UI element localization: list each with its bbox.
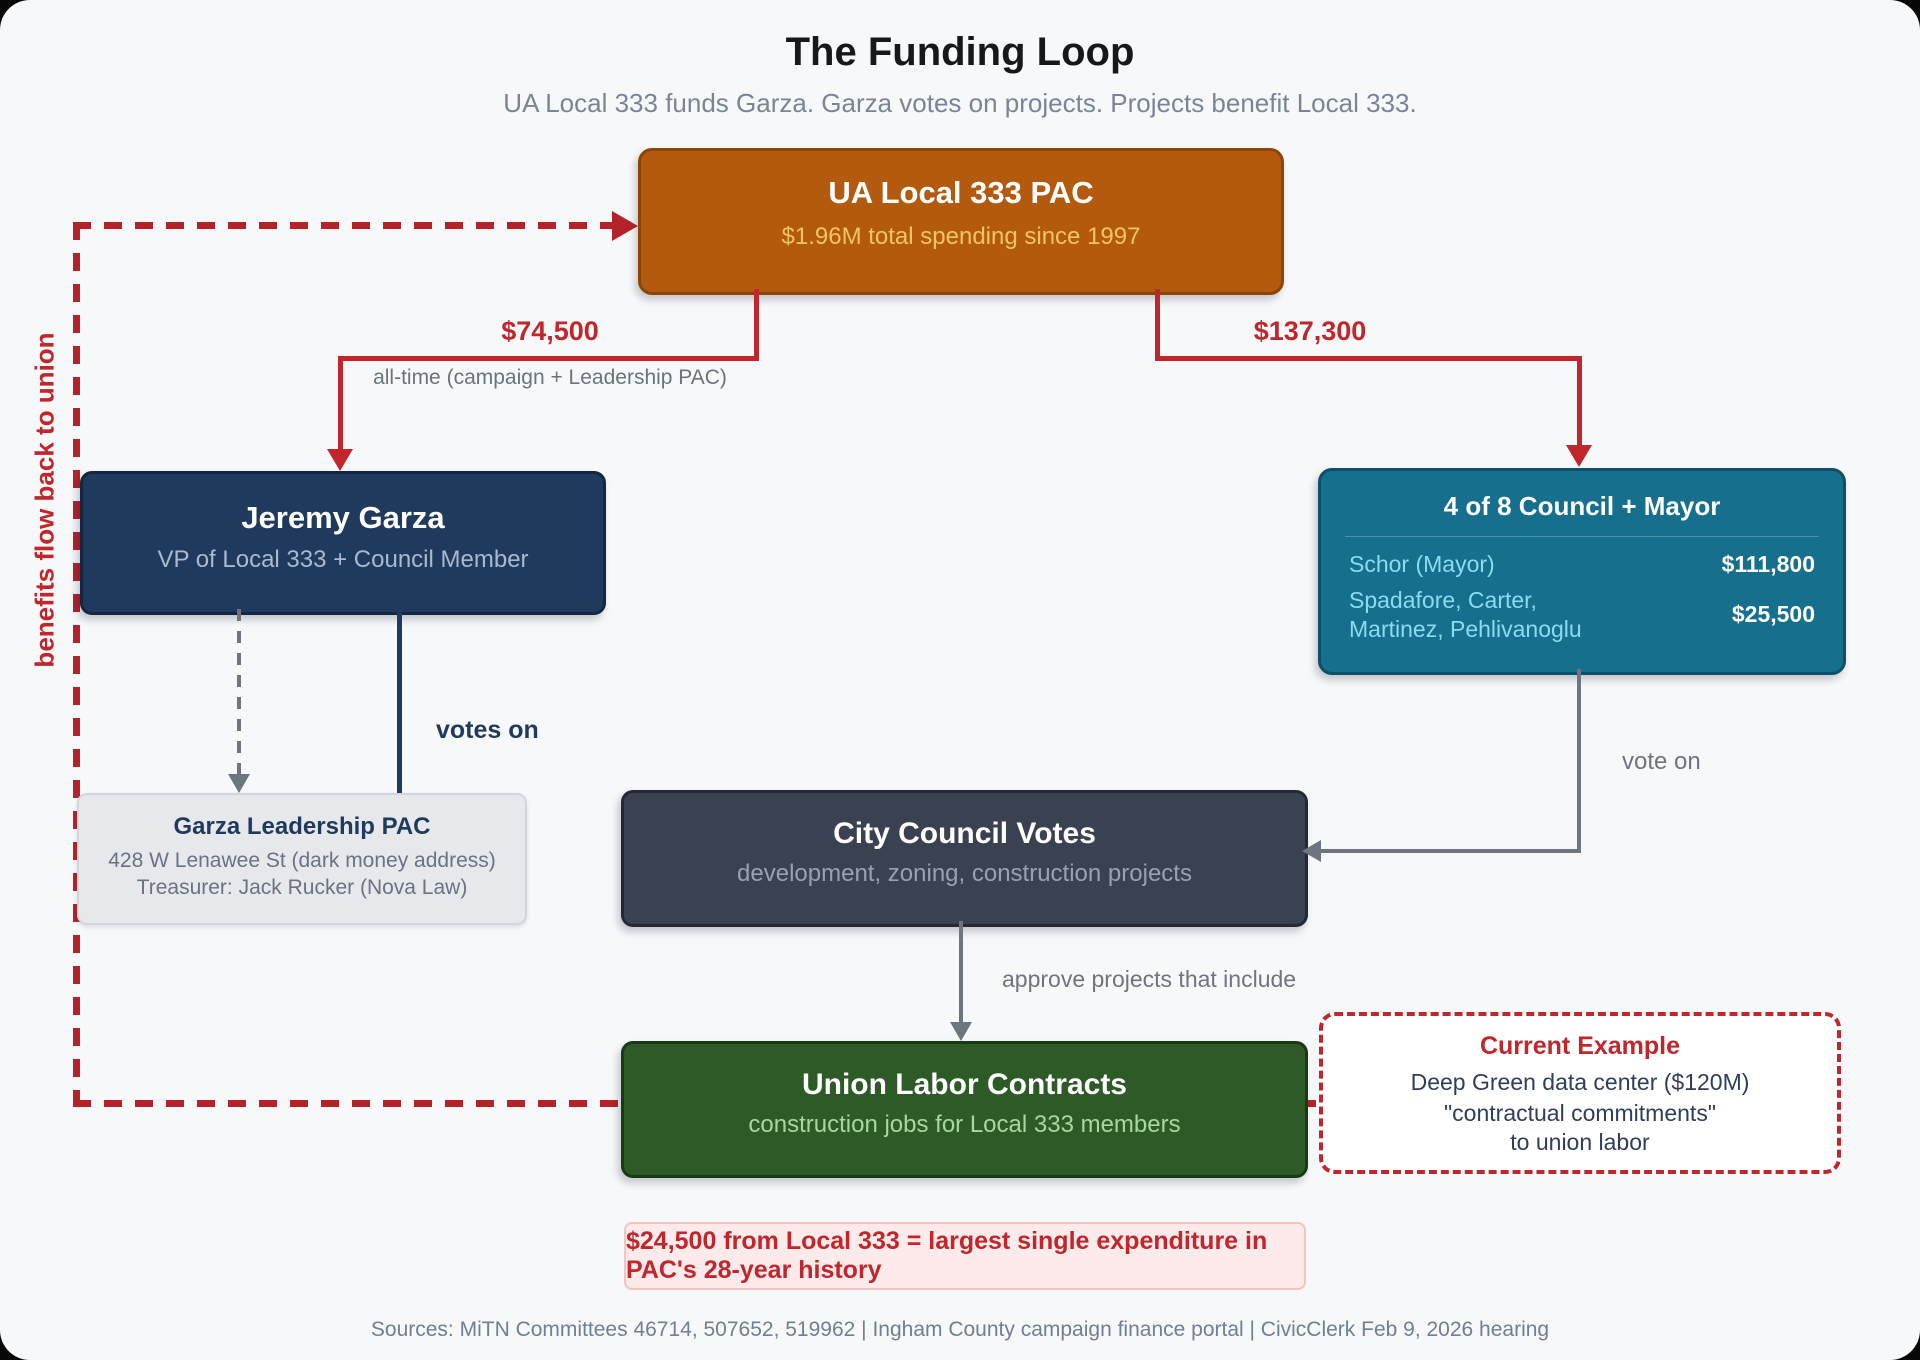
edge-pac-garza-drop: [754, 289, 759, 359]
edge-recipients-council-arrowhead: [1302, 840, 1321, 862]
edge-pac-council-vertical: [1577, 356, 1582, 446]
edge-garza-votes-label: votes on: [436, 716, 539, 744]
edge-garza-leadershippac-dashed: [237, 609, 241, 775]
current-example-line2: "contractual commitments": [1444, 1100, 1716, 1126]
callout-largest-expenditure: $24,500 from Local 333 = largest single …: [624, 1222, 1306, 1290]
recipient-label: Spadafore, Carter, Martinez, Pehlivanogl…: [1349, 587, 1582, 642]
edge-garza-votes-line: [397, 609, 402, 793]
leadership-pac-address: 428 W Lenawee St (dark money address): [108, 849, 496, 872]
node-ua-local-333-pac: UA Local 333 PAC $1.96M total spending s…: [638, 148, 1284, 295]
edge-council-contracts-line: [959, 921, 963, 1023]
garza-subtitle: VP of Local 333 + Council Member: [157, 546, 529, 573]
council-votes-subtitle: development, zoning, construction projec…: [737, 860, 1192, 887]
recipient-label: Schor (Mayor): [1349, 551, 1495, 577]
edge-recipients-council-label: vote on: [1622, 748, 1701, 775]
loop-arrowhead-into-pac: [612, 211, 638, 241]
edge-council-contracts-arrowhead: [950, 1022, 972, 1041]
largest-expenditure-text: $24,500 from Local 333 = largest single …: [626, 1227, 1268, 1284]
loop-dashed-bottom-line: [73, 1100, 621, 1107]
council-recipients-title: 4 of 8 Council + Mayor: [1443, 491, 1721, 521]
edge-recipients-council-vertical: [1577, 669, 1581, 853]
callout-current-example: Current Example Deep Green data center (…: [1319, 1012, 1841, 1174]
recipient-amount: $111,800: [1721, 551, 1815, 577]
edge-pac-council-drop: [1155, 289, 1160, 359]
edge-garza-leadershippac-arrowhead: [228, 774, 250, 793]
sources-footer: Sources: MiTN Committees 46714, 507652, …: [370, 1318, 1550, 1341]
garza-title: Jeremy Garza: [241, 500, 445, 535]
pac-subtitle: $1.96M total spending since 1997: [781, 223, 1141, 250]
loop-label: benefits flow back to union: [29, 332, 60, 668]
page-title: The Funding Loop: [785, 30, 1135, 74]
loop-dashed-top-line: [73, 222, 613, 229]
node-jeremy-garza: Jeremy Garza VP of Local 333 + Council M…: [80, 471, 606, 615]
node-city-council-votes: City Council Votes development, zoning, …: [621, 790, 1308, 927]
edge-pac-garza-horizontal: [338, 356, 759, 361]
node-garza-leadership-pac: Garza Leadership PAC 428 W Lenawee St (d…: [77, 793, 527, 925]
recipient-amount: $25,500: [1731, 601, 1815, 628]
edge-pac-garza-amount: $74,500: [501, 316, 599, 346]
page-subtitle: UA Local 333 funds Garza. Garza votes on…: [503, 88, 1417, 118]
council-recipient-row: Schor (Mayor) $111,800: [1349, 551, 1815, 578]
edge-pac-garza-note: all-time (campaign + Leadership PAC): [373, 366, 727, 389]
edge-pac-garza-vertical: [338, 356, 343, 450]
node-council-recipients: 4 of 8 Council + Mayor Schor (Mayor) $11…: [1318, 468, 1846, 675]
leadership-pac-title: Garza Leadership PAC: [173, 813, 431, 840]
edge-pac-council-amount: $137,300: [1253, 316, 1367, 346]
edge-pac-council-horizontal: [1155, 356, 1582, 361]
council-recipients-divider: [1345, 536, 1819, 537]
loop-dashed-vertical-line: [73, 222, 80, 1106]
current-example-title: Current Example: [1479, 1032, 1681, 1060]
contracts-title: Union Labor Contracts: [801, 1068, 1127, 1101]
loop-dashed-example-connector: [1298, 1100, 1320, 1107]
edge-council-contracts-label: approve projects that include: [1002, 966, 1297, 992]
edge-pac-council-arrowhead: [1566, 445, 1592, 467]
edge-pac-garza-arrowhead: [327, 449, 353, 471]
council-votes-title: City Council Votes: [833, 817, 1096, 850]
node-union-labor-contracts: Union Labor Contracts construction jobs …: [621, 1041, 1308, 1178]
current-example-line3: to union labor: [1510, 1129, 1650, 1155]
leadership-pac-treasurer: Treasurer: Jack Rucker (Nova Law): [136, 876, 468, 899]
current-example-line1: Deep Green data center ($120M): [1410, 1069, 1750, 1095]
pac-title: UA Local 333 PAC: [828, 175, 1094, 210]
contracts-subtitle: construction jobs for Local 333 members: [748, 1111, 1181, 1138]
council-recipient-row: Spadafore, Carter, Martinez, Pehlivanogl…: [1349, 586, 1815, 644]
edge-recipients-council-horizontal: [1318, 849, 1581, 853]
